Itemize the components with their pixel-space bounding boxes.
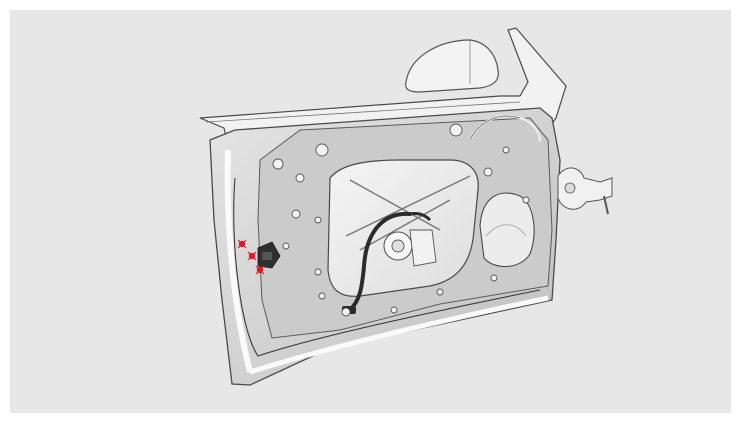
side-mirror — [405, 39, 499, 93]
hinge-bracket — [557, 167, 613, 215]
latch-bracket — [257, 241, 281, 269]
window-regulator — [345, 175, 471, 267]
highlighted-fasteners — [237, 239, 265, 275]
panel-mounting-holes — [272, 123, 530, 314]
lower-clip — [341, 307, 351, 317]
